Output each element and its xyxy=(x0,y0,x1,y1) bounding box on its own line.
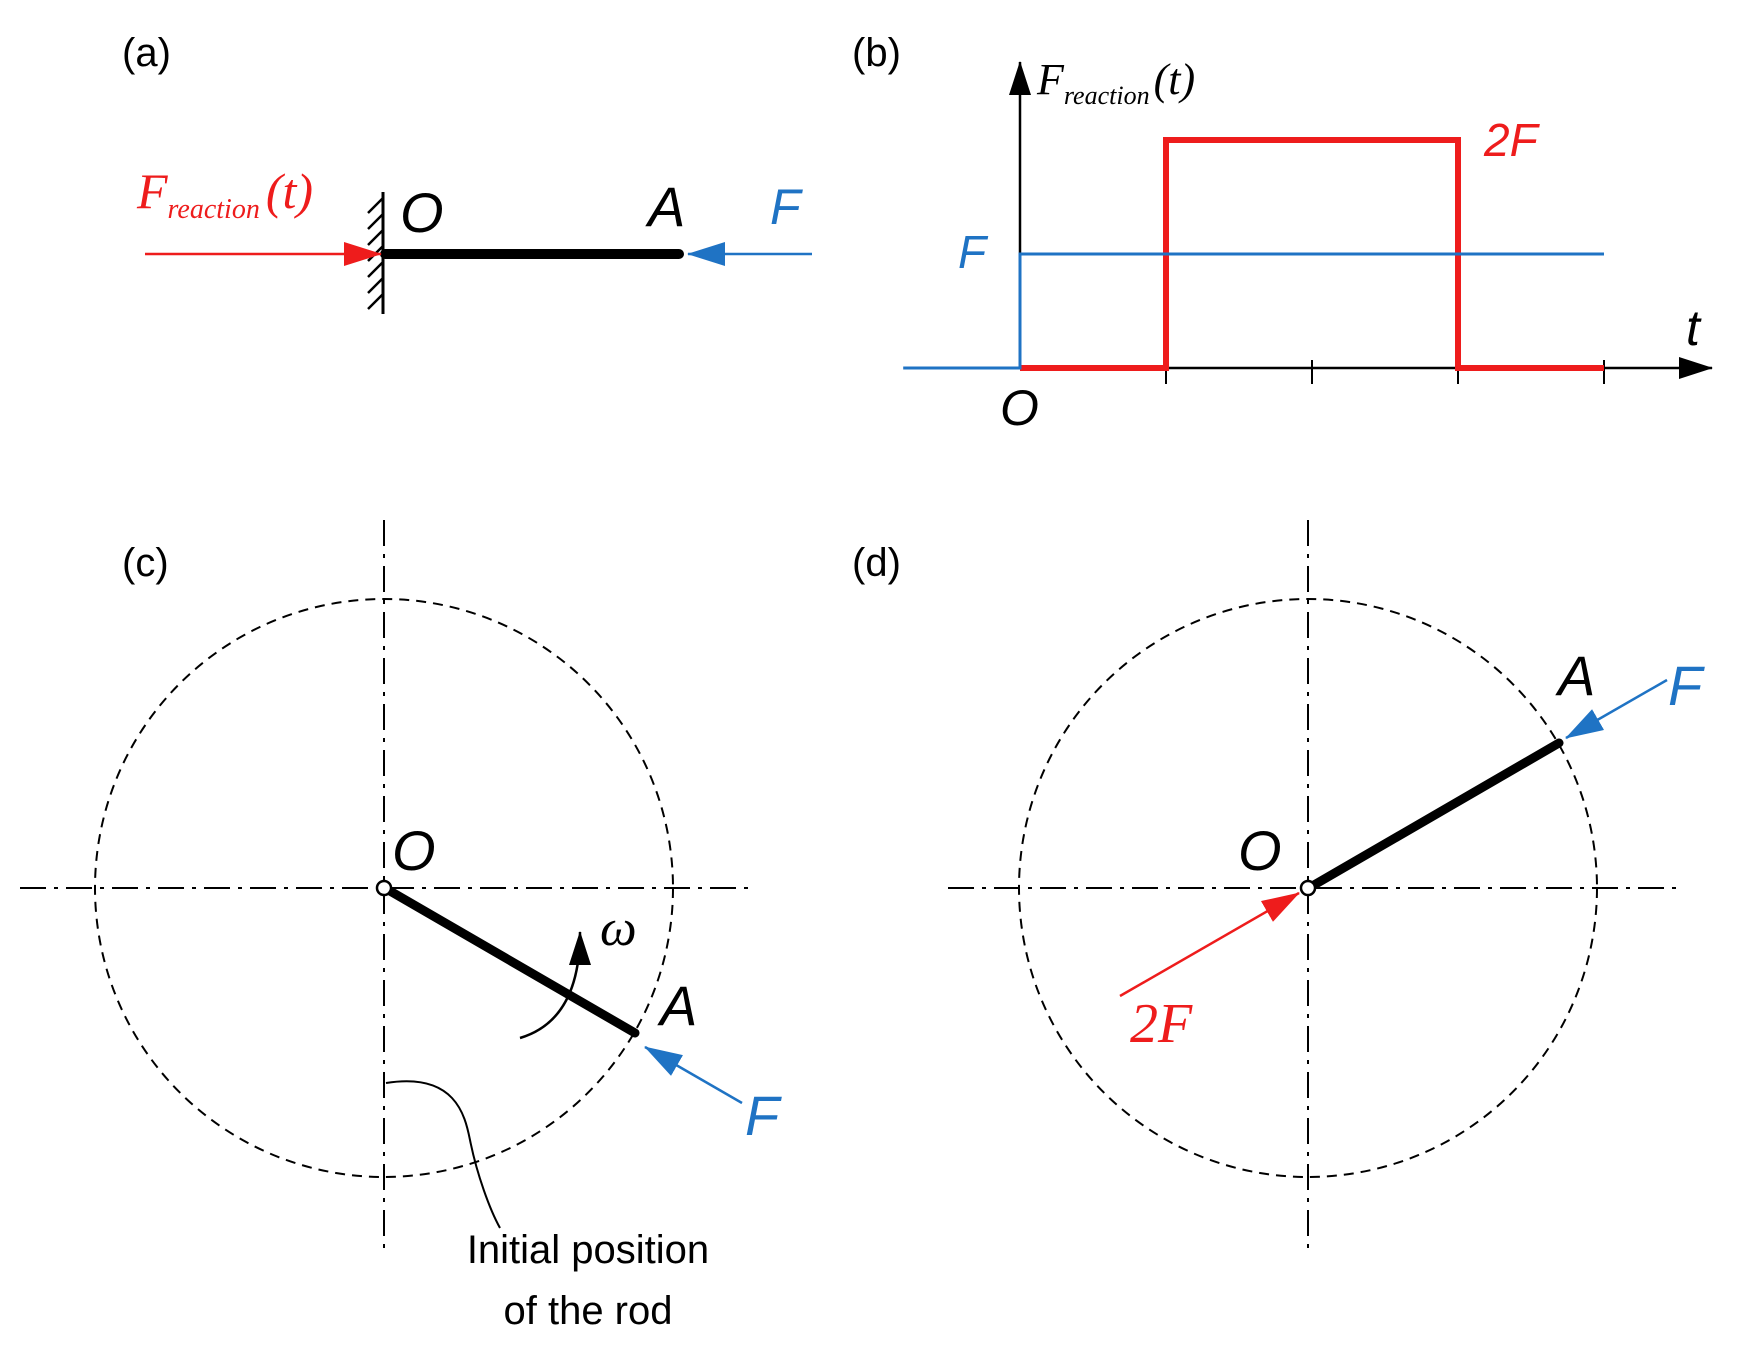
rod xyxy=(385,886,640,1038)
omega-label: ω xyxy=(600,900,637,957)
level-f-label: F xyxy=(958,226,989,278)
panel-b-label: (b) xyxy=(852,31,901,75)
panel-c-label: (c) xyxy=(122,541,169,585)
point-o-label: O xyxy=(400,181,444,244)
reaction-force-label: Freaction(t) xyxy=(136,163,313,225)
x-axis-title: t xyxy=(1686,300,1702,356)
x-ticks xyxy=(1165,360,1605,384)
point-a-label: A xyxy=(1555,644,1595,707)
point-o-label: O xyxy=(1238,819,1282,882)
series-reaction-force-line xyxy=(1020,137,1604,371)
pivot-o xyxy=(375,879,393,897)
panel-d-label: (d) xyxy=(852,541,901,585)
y-axis-title: Freaction(t) xyxy=(1036,55,1195,110)
level-2f-label: 2F xyxy=(1483,114,1541,166)
pivot-o xyxy=(1299,879,1317,897)
panel-a-label: (a) xyxy=(122,31,171,75)
applied-force-arrow xyxy=(644,1045,743,1105)
panel-b: (b) Freaction(t) t O F 2F xyxy=(852,31,1713,436)
origin-label: O xyxy=(1000,380,1039,436)
reaction-force-arrow xyxy=(1119,891,1300,998)
rotation-arrow xyxy=(519,931,591,1040)
point-a-label: A xyxy=(645,175,685,238)
applied-force-label: F xyxy=(770,179,803,235)
series-layer xyxy=(903,137,1604,371)
applied-force-label: F xyxy=(1668,654,1705,717)
series-applied-force-line xyxy=(903,252,1604,370)
panel-a: (a) Freaction(t) O A F xyxy=(122,31,812,314)
panel-d: (d) O A F 2F xyxy=(852,520,1705,1250)
applied-force-arrow xyxy=(1565,678,1668,740)
initial-position-note-line1: Initial position xyxy=(467,1228,709,1272)
initial-position-note-line2: of the rod xyxy=(503,1289,672,1333)
applied-force-label: F xyxy=(745,1084,782,1147)
point-o-label: O xyxy=(392,819,436,882)
rod xyxy=(1309,738,1564,890)
initial-position-leader xyxy=(385,1080,501,1229)
point-a-label: A xyxy=(657,974,697,1037)
reaction-force-label: 2F xyxy=(1130,993,1193,1055)
panel-c: (c) ω O A F Initial position of the rod xyxy=(20,520,782,1333)
